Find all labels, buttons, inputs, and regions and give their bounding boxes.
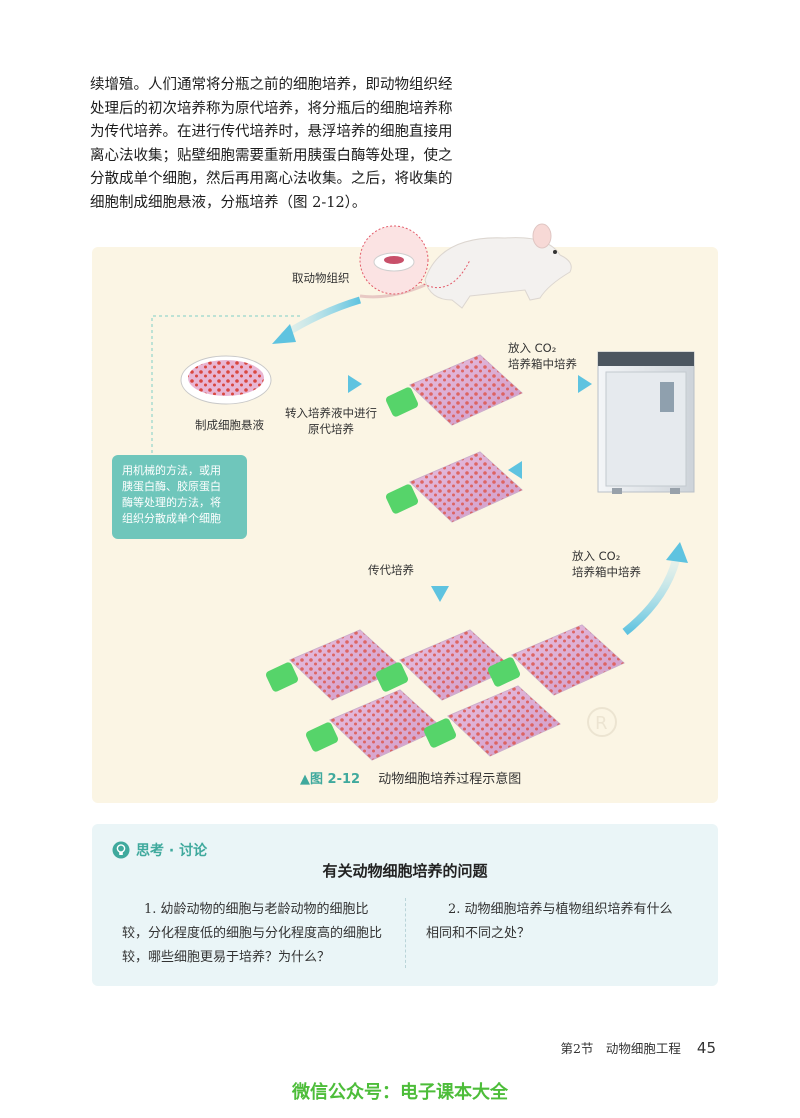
discussion-header: 思考 · 讨论 xyxy=(112,840,207,860)
wechat-watermark: 微信公众号：电子课本大全 xyxy=(292,1082,508,1103)
figure-caption-text: 动物细胞培养过程示意图 xyxy=(378,772,522,787)
method-note-box: 用机械的方法，或用 胰蛋白酶、胶原蛋白 酶等处理的方法，将 组织分散成单个细胞 xyxy=(112,455,247,539)
discussion-box: 思考 · 讨论 有关动物细胞培养的问题 1. 幼龄动物的细胞与老龄动物的细胞比 … xyxy=(92,824,718,986)
intro-line: 处理后的初次培养称为原代培养，将分瓶后的细胞培养称 xyxy=(90,100,453,117)
label-incubator-bottom: 放入 CO₂ 培养箱中培养 xyxy=(572,549,641,579)
intro-paragraph: 续增殖。人们通常将分瓶之前的细胞培养，即动物组织经 处理后的初次培养称为原代培养… xyxy=(90,74,510,215)
question-2: 2. 动物细胞培养与植物组织培养有什么 相同和不同之处？ xyxy=(426,902,673,941)
label-subculture: 传代培养 xyxy=(368,563,414,577)
intro-line: 续增殖。人们通常将分瓶之前的细胞培养，即动物组织经 xyxy=(90,77,453,93)
figure-number: ▲图 2-12 xyxy=(300,772,361,787)
question-1: 1. 幼龄动物的细胞与老龄动物的细胞比 较，分化程度低的细胞与分化程度高的细胞比… xyxy=(122,902,383,965)
label-cell-suspension: 制成细胞悬液 xyxy=(195,418,264,432)
page-footer: 第2节 动物细胞工程 45 xyxy=(560,1038,716,1057)
intro-line: 离心法收集；贴壁细胞需要重新用胰蛋白酶等处理，使之 xyxy=(90,147,453,164)
lightbulb-icon xyxy=(112,841,130,859)
section-title: 第2节 动物细胞工程 xyxy=(560,1041,681,1056)
intro-line: 细胞制成细胞悬液，分瓶培养（图 2-12）。 xyxy=(90,194,367,211)
question-divider xyxy=(405,898,406,968)
label-primary-culture: 转入培养液中进行 原代培养 xyxy=(285,406,377,436)
label-take-tissue: 取动物组织 xyxy=(292,271,350,285)
discussion-title: 思考 · 讨论 xyxy=(136,843,208,859)
figure-caption: ▲图 2-12 动物细胞培养过程示意图 xyxy=(300,768,521,787)
discussion-subtitle: 有关动物细胞培养的问题 xyxy=(322,862,488,880)
page-number: 45 xyxy=(696,1039,716,1057)
label-incubator-top: 放入 CO₂ 培养箱中培养 xyxy=(508,341,577,371)
intro-line: 为传代培养。在进行传代培养时，悬浮培养的细胞直接用 xyxy=(90,124,453,140)
intro-line: 分散成单个细胞，然后再用离心法收集。之后，将收集的 xyxy=(90,171,453,187)
